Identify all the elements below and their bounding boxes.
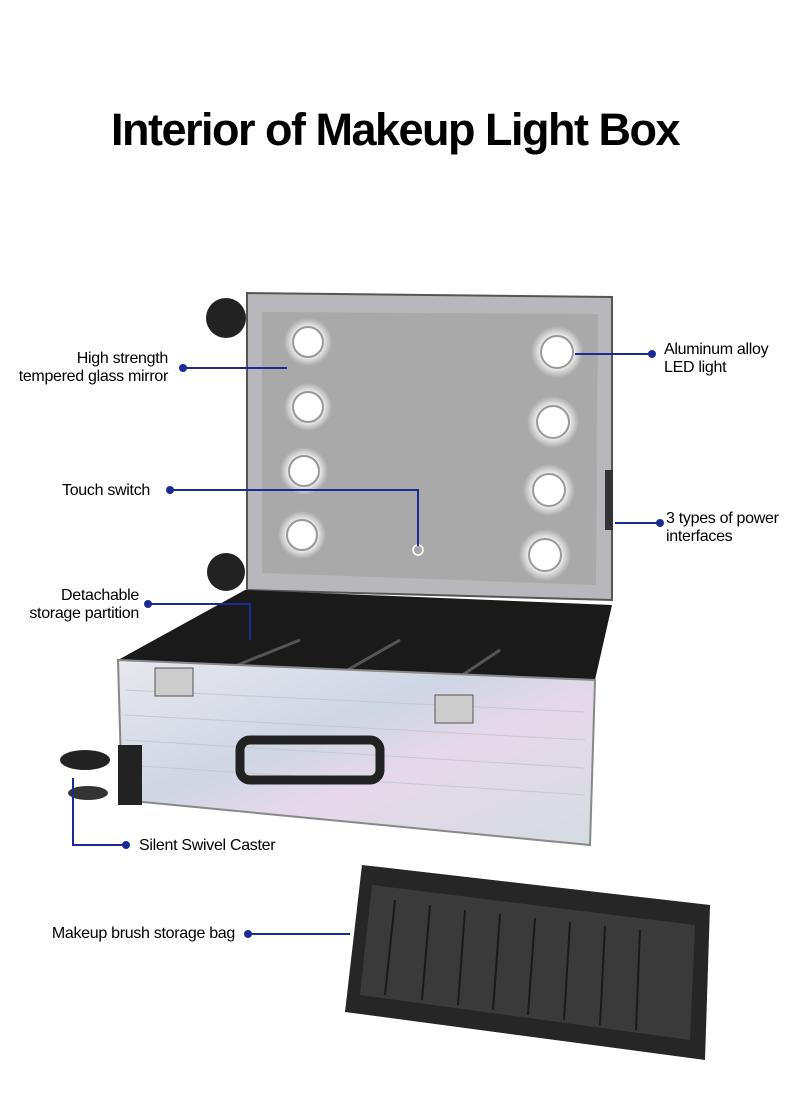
label-partition-line1: Detachable — [61, 587, 139, 604]
label-partition: Detachable storage partition — [29, 587, 139, 623]
led-lights — [278, 318, 583, 581]
label-touch-switch: Touch switch — [62, 482, 150, 499]
label-power-line2: interfaces — [666, 528, 733, 545]
label-caster: Silent Swivel Caster — [139, 837, 276, 854]
mirror — [262, 312, 598, 585]
label-mirror-line2: tempered glass mirror — [18, 368, 169, 385]
label-power-line1: 3 types of power — [666, 510, 779, 527]
caster-wheel — [60, 750, 110, 770]
callout-dots — [122, 350, 664, 938]
label-led: Aluminum alloy LED light — [664, 341, 769, 377]
label-led-line1: Aluminum alloy — [664, 341, 769, 358]
label-bag: Makeup brush storage bag — [51, 925, 235, 942]
label-mirror: High strength tempered glass mirror — [18, 350, 169, 386]
label-led-line2: LED light — [664, 359, 727, 376]
callout-lines — [72, 353, 660, 935]
power-ports — [605, 470, 613, 530]
wheel-top — [206, 298, 246, 338]
handle — [235, 735, 385, 785]
page-title: Interior of Makeup Light Box — [110, 104, 681, 155]
latch-right — [434, 694, 474, 724]
label-partition-line2: storage partition — [29, 605, 139, 622]
wheel-mid — [207, 553, 245, 591]
latch-left — [154, 667, 194, 697]
label-mirror-line1: High strength — [76, 350, 169, 367]
label-power: 3 types of power interfaces — [666, 510, 779, 546]
